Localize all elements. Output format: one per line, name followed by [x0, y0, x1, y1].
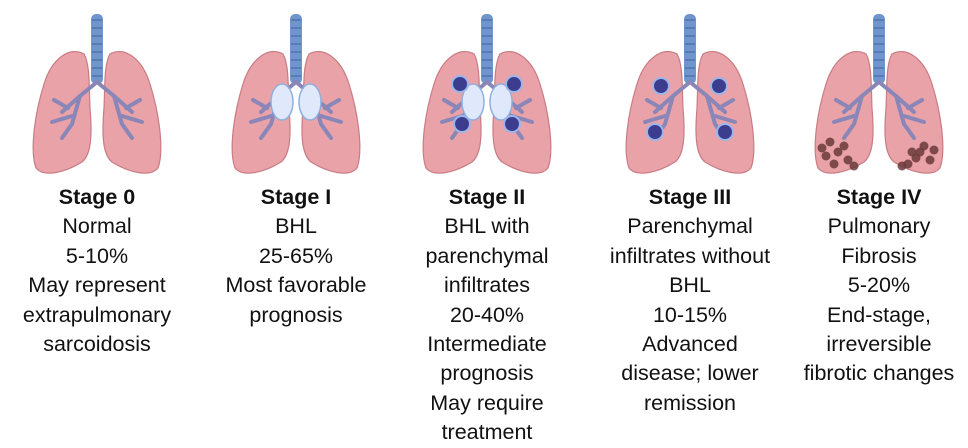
hilar-lymph-node: [299, 84, 321, 120]
stage-3-line: remission: [593, 389, 787, 418]
stage-2-panel: Stage II BHL with parenchymal infiltrate…: [390, 0, 584, 442]
stage-3-line: disease; lower: [593, 359, 787, 388]
stage-4-title: Stage IV: [782, 183, 968, 212]
fibrosis-spot: [840, 142, 849, 151]
stage-2-line: May require: [390, 389, 584, 418]
stage-1-title: Stage I: [199, 183, 393, 212]
lungs-icon-stage-0: [22, 12, 172, 182]
stage-4-caption: Stage IV Pulmonary Fibrosis 5-20% End-st…: [782, 183, 968, 389]
lungs-icon-stage-1: [221, 12, 371, 182]
fibrosis-spot: [822, 152, 831, 161]
lungs-icon-stage-2: [412, 12, 562, 182]
parenchymal-infiltrate: [647, 124, 663, 140]
stage-4-line: irreversible: [782, 330, 968, 359]
stage-0-line: 5-10%: [0, 242, 194, 271]
stage-2-line: infiltrates: [390, 271, 584, 300]
stage-3-line: Parenchymal: [593, 212, 787, 241]
hilar-lymph-node: [271, 84, 293, 120]
fibrosis-spot: [826, 138, 835, 147]
stage-3-title: Stage III: [593, 183, 787, 212]
fibrosis-spot: [830, 160, 839, 169]
stage-2-line: prognosis: [390, 359, 584, 388]
parenchymal-infiltrate: [711, 78, 727, 94]
lungs-icon-stage-4: [804, 12, 954, 182]
stage-2-line: 20-40%: [390, 301, 584, 330]
fibrosis-spot: [908, 148, 917, 157]
trachea-shape: [481, 14, 493, 84]
stage-3-line: Advanced: [593, 330, 787, 359]
fibrosis-spot: [850, 162, 859, 171]
trachea-shape: [91, 14, 103, 84]
stage-4-line: Pulmonary: [782, 212, 968, 241]
parenchymal-infiltrate: [506, 76, 522, 92]
stage-2-line: Intermediate: [390, 330, 584, 359]
trachea-shape: [290, 14, 302, 84]
stage-0-line: extrapulmonary: [0, 301, 194, 330]
stage-2-line: parenchymal: [390, 242, 584, 271]
stage-0-line: May represent: [0, 271, 194, 300]
stage-0-caption: Stage 0 Normal 5-10% May represent extra…: [0, 183, 194, 359]
stage-0-line: sarcoidosis: [0, 330, 194, 359]
stage-3-panel: Stage III Parenchymal infiltrates withou…: [593, 0, 787, 442]
parenchymal-infiltrate: [717, 124, 733, 140]
fibrosis-spot: [916, 148, 925, 157]
parenchymal-infiltrate: [504, 116, 520, 132]
stage-2-line: BHL with: [390, 212, 584, 241]
stage-1-caption: Stage I BHL 25-65% Most favorable progno…: [199, 183, 393, 330]
parenchymal-infiltrate: [653, 78, 669, 94]
stage-0-title: Stage 0: [0, 183, 194, 212]
stage-4-line: Fibrosis: [782, 242, 968, 271]
stage-4-line: End-stage,: [782, 301, 968, 330]
stage-1-line: 25-65%: [199, 242, 393, 271]
lungs-icon-stage-3: [615, 12, 765, 182]
stage-4-panel: Stage IV Pulmonary Fibrosis 5-20% End-st…: [782, 0, 968, 442]
stage-2-title: Stage II: [390, 183, 584, 212]
stage-2-caption: Stage II BHL with parenchymal infiltrate…: [390, 183, 584, 448]
fibrosis-spot: [930, 146, 939, 155]
trachea-shape: [684, 14, 696, 84]
stage-1-line: Most favorable: [199, 271, 393, 300]
stage-0-line: Normal: [0, 212, 194, 241]
stage-1-line: BHL: [199, 212, 393, 241]
stage-3-line: BHL: [593, 271, 787, 300]
parenchymal-infiltrate: [452, 76, 468, 92]
stage-3-caption: Stage III Parenchymal infiltrates withou…: [593, 183, 787, 418]
fibrosis-spot: [898, 162, 907, 171]
fibrosis-spot: [818, 144, 827, 153]
stage-4-line: 5-20%: [782, 271, 968, 300]
stage-2-line: treatment: [390, 418, 584, 447]
stage-1-panel: Stage I BHL 25-65% Most favorable progno…: [199, 0, 393, 442]
trachea-shape: [873, 14, 885, 84]
stage-3-line: 10-15%: [593, 301, 787, 330]
stage-3-line: infiltrates without: [593, 242, 787, 271]
stage-1-line: prognosis: [199, 301, 393, 330]
fibrosis-spot: [926, 156, 935, 165]
stage-0-panel: Stage 0 Normal 5-10% May represent extra…: [0, 0, 194, 442]
stage-4-line: fibrotic changes: [782, 359, 968, 388]
parenchymal-infiltrate: [454, 116, 470, 132]
